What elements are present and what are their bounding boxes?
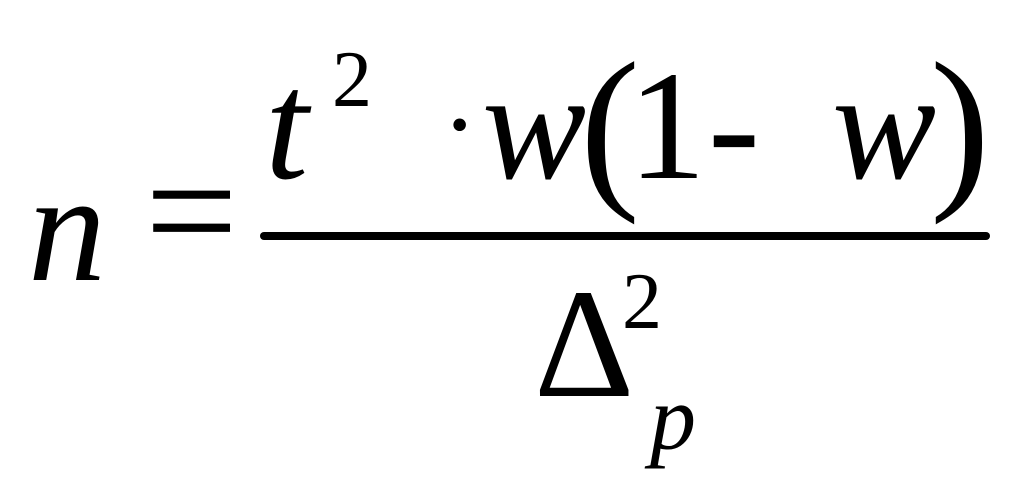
w-variable-second: w [832,39,937,212]
t-exponent: 2 [332,36,372,124]
delta-exponent: 2 [622,258,662,346]
delta-symbol: Δ [534,257,635,430]
w-variable: w [482,39,587,212]
close-parenthesis: ) [930,26,990,225]
one-constant: 1 [628,39,706,212]
delta-subscript: p [650,367,696,469]
equals-sign: = [145,119,239,302]
minus-operator: - [708,39,760,212]
t-variable: t [265,39,309,212]
fraction-bar [260,232,990,240]
open-parenthesis: ( [580,26,640,225]
multiply-operator: · [442,66,478,183]
formula-lhs-variable: n [28,141,106,314]
